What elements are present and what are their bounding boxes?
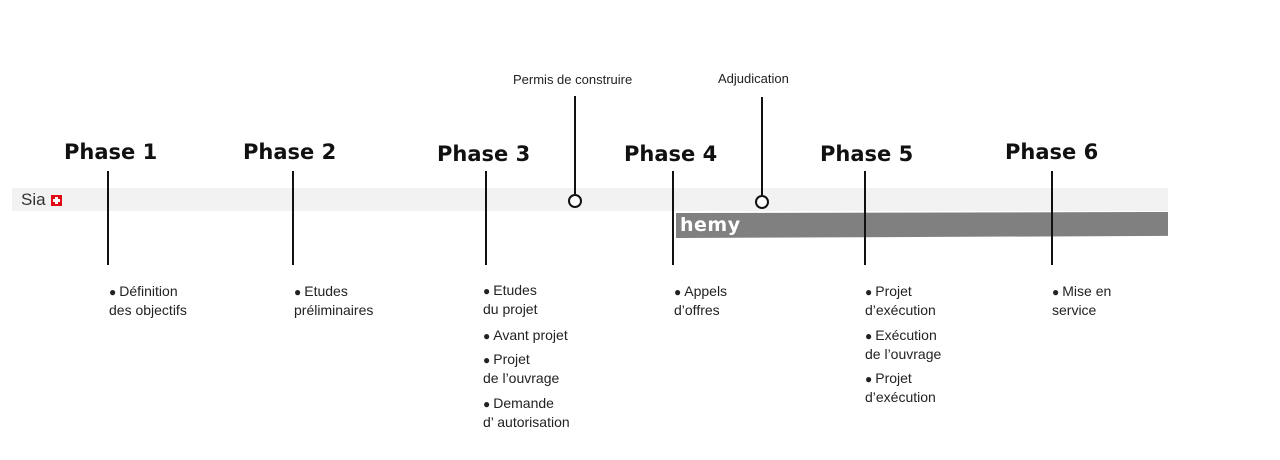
bullet-icon: ● (483, 353, 491, 367)
phase-3-step-2: ●Avant projet (483, 327, 568, 343)
bullet-icon: ● (1052, 285, 1060, 299)
bullet-icon: ● (483, 329, 491, 343)
milestone-label-adjudication: Adjudication (718, 71, 789, 86)
sia-track (12, 188, 1168, 211)
phase-5-step-3: ●Projet d’exécution (865, 370, 936, 405)
phase-3-step-3: ●Projet de l’ouvrage (483, 351, 560, 386)
milestone-marker-adjudication (755, 195, 769, 209)
phase-5-step-2: ●Exécution de l’ouvrage (865, 327, 942, 362)
phase-5-title: Phase 5 (820, 142, 914, 166)
bullet-icon: ● (109, 285, 117, 299)
bullet-icon: ● (483, 284, 491, 298)
hemy-logo: hemy (680, 214, 741, 236)
phase-5-step-1: ●Projet d’exécution (865, 283, 936, 318)
bullet-icon: ● (483, 397, 491, 411)
sia-label: Sia (21, 190, 46, 209)
phase-1-tick (107, 171, 109, 265)
swiss-flag-icon (51, 195, 62, 206)
phase-2-title: Phase 2 (243, 140, 337, 164)
milestone-line-adjudication (761, 97, 763, 195)
phase-3-title: Phase 3 (437, 142, 531, 166)
phase-3-tick (485, 171, 487, 265)
phase-5-tick (864, 171, 866, 265)
phase-2-step-1: ●Etudes préliminaires (294, 283, 374, 318)
phase-1-step-1: ●Définition des objectifs (109, 283, 187, 318)
bullet-icon: ● (865, 372, 873, 386)
phase-4-step-1: ●Appels d’offres (674, 283, 728, 318)
bullet-icon: ● (294, 285, 302, 299)
phase-6-title: Phase 6 (1005, 140, 1099, 164)
phase-4-tick (672, 171, 674, 265)
phase-4-title: Phase 4 (624, 142, 718, 166)
phase-6-step-1: ●Mise en service (1052, 283, 1112, 318)
milestone-line-permis (574, 96, 576, 194)
milestone-marker-permis (568, 194, 582, 208)
bullet-icon: ● (674, 285, 682, 299)
phase-3-step-4: ●Demande d’ autorisation (483, 395, 570, 430)
hemy-bar (676, 212, 1168, 238)
milestone-label-permis: Permis de construire (513, 72, 633, 87)
bullet-icon: ● (865, 285, 873, 299)
phase-1-title: Phase 1 (64, 140, 158, 164)
phase-3-step-1: ●Etudes du projet (483, 282, 538, 317)
phase-2-tick (292, 171, 294, 265)
bullet-icon: ● (865, 329, 873, 343)
phase-6-tick (1051, 171, 1053, 265)
